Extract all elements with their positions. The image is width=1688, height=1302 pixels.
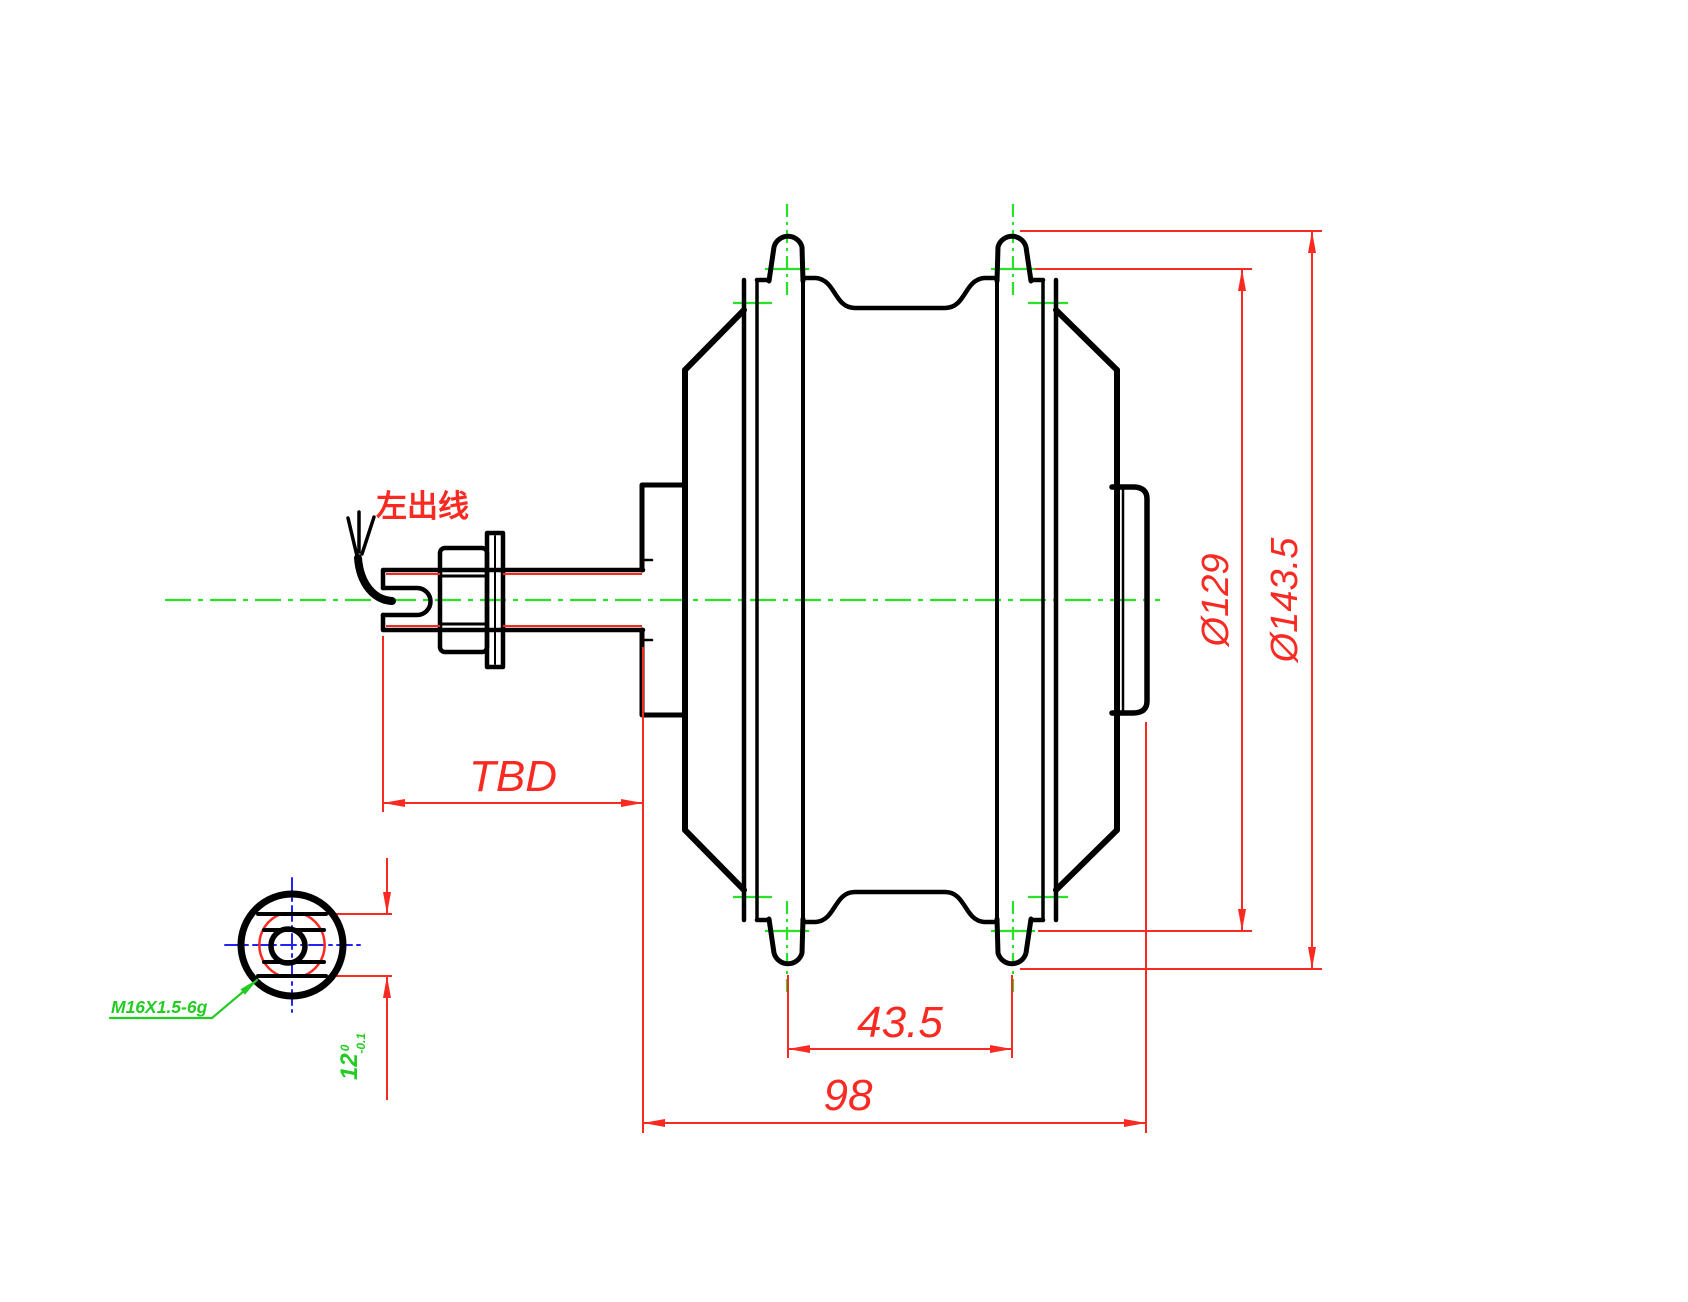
axle-outline	[380, 567, 646, 633]
detail-thread-arc-left	[258, 912, 283, 978]
hub-body	[639, 233, 1150, 967]
dimension-arrowheads	[383, 231, 1316, 1127]
arrow	[383, 892, 391, 914]
axle-end-detail	[108, 877, 361, 1020]
detail-axle-outer-circle	[237, 890, 347, 1000]
arrow	[1238, 269, 1246, 291]
dim-text-tbd: TBD	[469, 752, 557, 801]
flats-tol-lower: -0.1	[354, 1033, 368, 1054]
leader-arrow	[240, 979, 258, 995]
axle-thread-lines	[386, 573, 642, 627]
spoke-lug-top-right	[994, 233, 1034, 284]
right-thread-boss	[1109, 484, 1150, 716]
spoke-lug-bottom-right	[994, 916, 1034, 967]
thread-line	[386, 573, 642, 627]
wire-strands	[346, 510, 376, 558]
axle-nut-facets	[438, 574, 489, 626]
arrow	[990, 1045, 1012, 1053]
centerlines	[165, 204, 1160, 996]
detail-wrench-flats	[256, 912, 328, 978]
dim-text-d129: Ø129	[1195, 554, 1237, 649]
left-cover-chamfer	[682, 307, 747, 893]
dim-text-43-5: 43.5	[857, 998, 943, 1047]
right-flange-root-steps	[1028, 277, 1046, 923]
thread-callout-leader	[108, 978, 259, 1020]
flats-tol-upper: 0	[338, 1044, 352, 1051]
dim-text-98: 98	[824, 1071, 873, 1120]
axle-assembly	[346, 510, 646, 670]
arrow	[383, 799, 405, 807]
detail-thread-arc-right	[301, 912, 326, 978]
detail-crosshair	[224, 877, 361, 1013]
arrow	[1308, 231, 1316, 253]
arrow	[1238, 909, 1246, 931]
arrow	[1124, 1119, 1146, 1127]
wire-note-label: 左出线	[376, 489, 469, 524]
shell-bottom-edge	[800, 889, 1000, 925]
flats-value: 12	[336, 1053, 363, 1080]
dim-text-d143-5: Ø143.5	[1264, 537, 1306, 665]
axle-washer	[484, 530, 506, 670]
labels: 左出线 TBD 43.5 98 Ø129 Ø143.5 M16X1.5-6g 1…	[111, 489, 1306, 1120]
thread-callout-label: M16X1.5-6g	[111, 997, 208, 1017]
dimension-lines	[300, 230, 1322, 1133]
axle-wire-slot	[380, 585, 433, 618]
spoke-lug-bottom-left	[766, 916, 806, 967]
spoke-lug-top-left	[766, 233, 806, 284]
arrow	[1308, 947, 1316, 969]
arrow	[643, 1119, 665, 1127]
dim-text-flats: 12 0-0.1	[336, 1033, 368, 1080]
left-bearing-boss	[639, 482, 688, 718]
detail-wire-hole	[268, 926, 308, 966]
shell-top-edge	[800, 275, 1000, 311]
arrow	[383, 976, 391, 998]
left-boss-step	[640, 558, 654, 642]
arrow	[621, 799, 643, 807]
wire-bundle	[354, 554, 396, 605]
right-cover-chamfer	[1053, 307, 1120, 893]
arrow	[788, 1045, 810, 1053]
